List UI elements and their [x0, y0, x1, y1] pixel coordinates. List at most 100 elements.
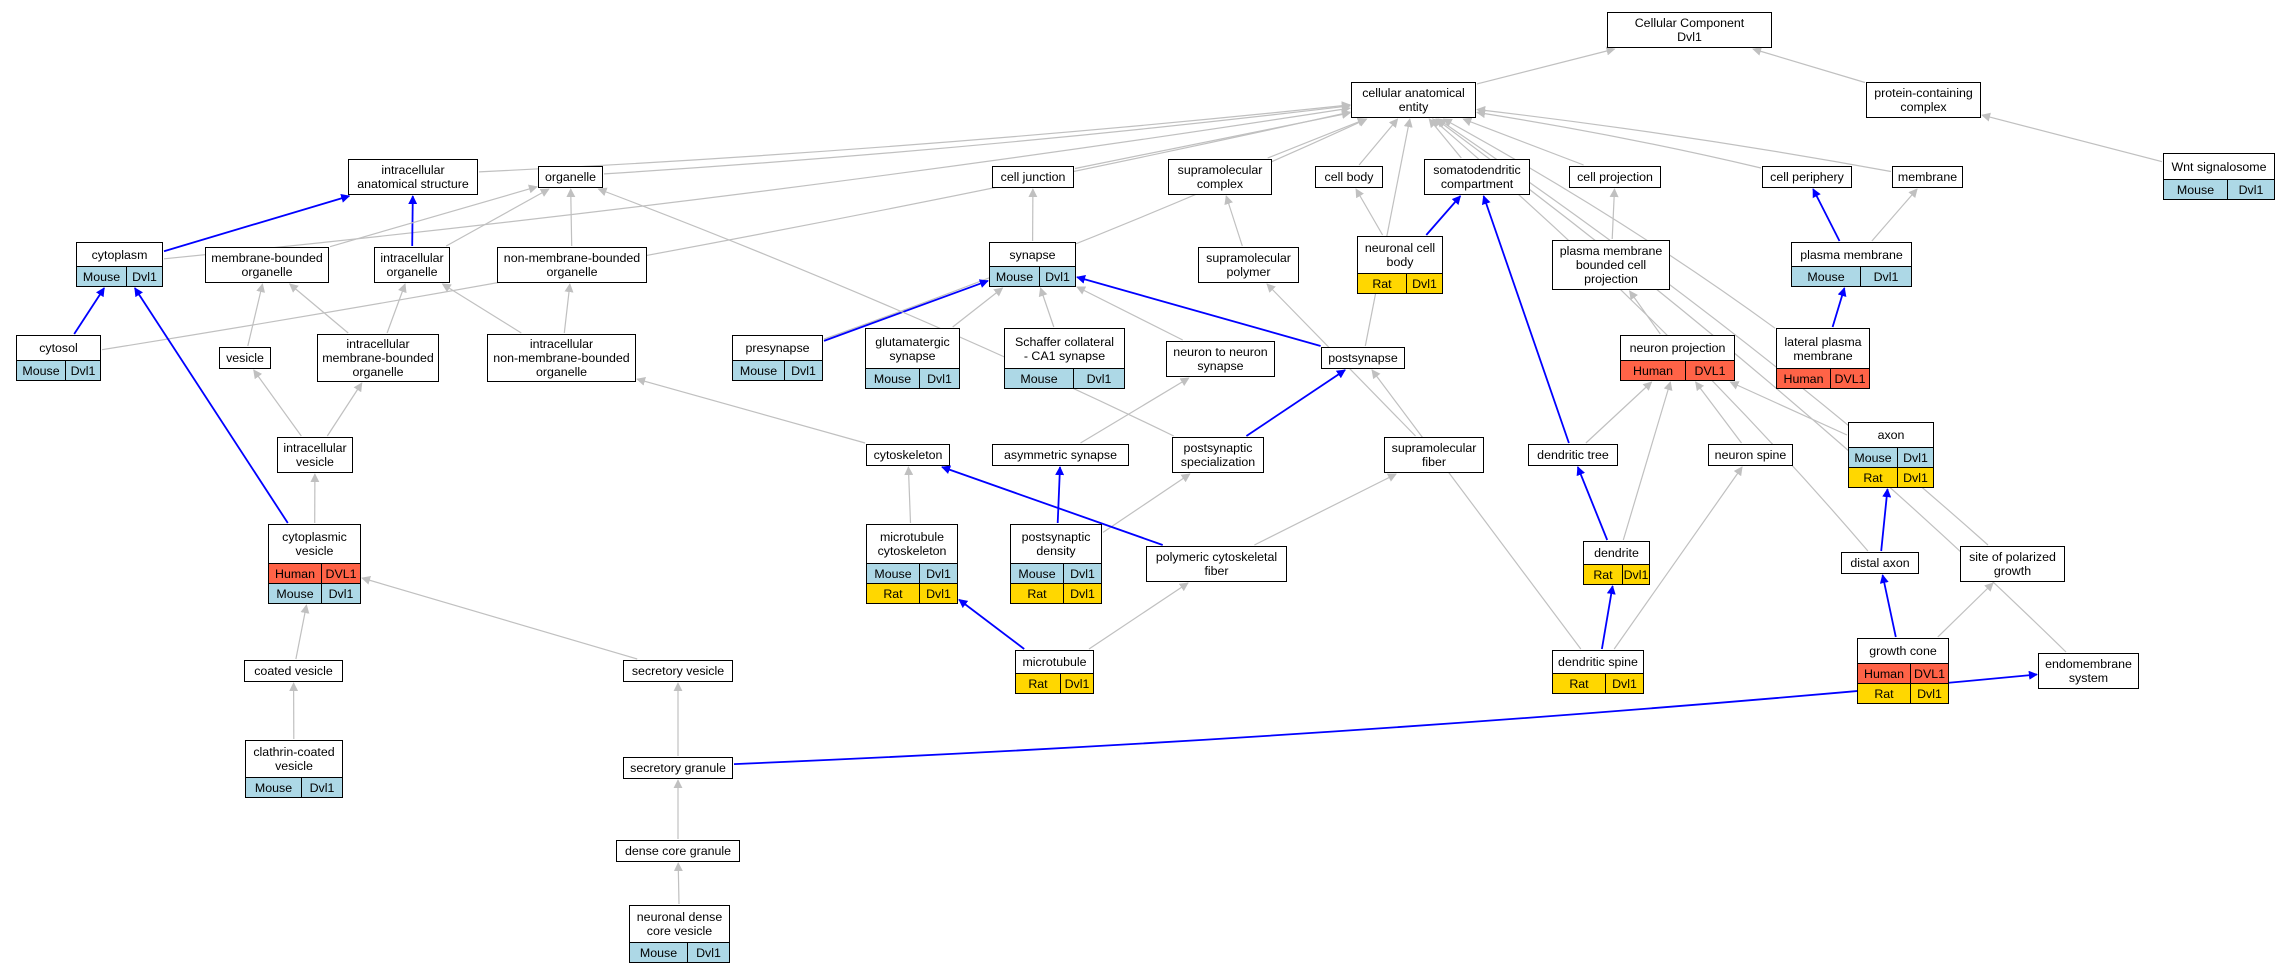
node-io[interactable]: intracellular organelle [374, 247, 450, 283]
node-dcg[interactable]: dense core granule [616, 840, 740, 862]
node-ems[interactable]: endomembrane system [2038, 653, 2139, 689]
node-pcf[interactable]: polymeric cytoskeletal fiber [1146, 546, 1287, 582]
gene-cell: Dvl1 [1039, 267, 1075, 286]
node-label: microtubule cytoskeleton [877, 530, 947, 558]
node-label: growth cone [1869, 644, 1937, 658]
node-mbo[interactable]: membrane-bounded organelle [205, 247, 329, 283]
node-cpe[interactable]: cell periphery [1762, 166, 1852, 188]
node-cb[interactable]: cell body [1315, 166, 1383, 188]
edge-cytosol-to-cyt [73, 287, 105, 335]
node-iv[interactable]: intracellular vesicle [277, 437, 353, 473]
node-cae[interactable]: cellular anatomical entity [1351, 82, 1476, 118]
edge-csk-to-inmbo [636, 376, 866, 444]
node-inmbo[interactable]: intracellular non-membrane-bounded organ… [487, 334, 636, 382]
node-mem[interactable]: membrane [1892, 166, 1963, 188]
gene-cell: Dvl1 [2227, 180, 2274, 199]
node-cj[interactable]: cell junction [992, 166, 1074, 188]
edge-pre-to-syn [823, 279, 989, 342]
node-da[interactable]: distal axon [1841, 552, 1919, 574]
edge-mem-to-cae [1476, 105, 1892, 173]
edge-cyt-to-cae [163, 104, 1351, 260]
gene-cell: Dvl1 [919, 369, 959, 388]
node-as[interactable]: asymmetric synapse [992, 444, 1129, 466]
edge-nmbo-to-org [566, 188, 576, 247]
node-csk[interactable]: cytoskeleton [866, 444, 950, 466]
node-cpj[interactable]: cell projection [1569, 166, 1661, 188]
node-label: clathrin-coated vesicle [253, 745, 335, 773]
node-sv[interactable]: secretory vesicle [623, 660, 733, 682]
gene-cell: Dvl1 [65, 361, 100, 380]
node-label: microtubule [1022, 655, 1087, 669]
gene-cell: Dvl1 [1897, 468, 1933, 487]
node-label: axon [1877, 428, 1905, 442]
node-nsp[interactable]: neuron spine [1708, 444, 1793, 466]
organism-cell: Mouse [1005, 369, 1073, 388]
organism-cell: Mouse [990, 267, 1039, 286]
node-nns[interactable]: neuron to neuron synapse [1166, 341, 1275, 377]
node-pcc[interactable]: protein-containing complex [1866, 82, 1981, 118]
node-cov[interactable]: coated vesicle [244, 660, 343, 682]
edge-post-to-cae [1364, 118, 1413, 347]
organism-cell: Mouse [867, 564, 919, 583]
node-cc[interactable]: Cellular Component Dvl1 [1607, 12, 1772, 48]
node-spg[interactable]: site of polarized growth [1960, 546, 2065, 582]
node-ias[interactable]: intracellular anatomical structure [348, 159, 478, 195]
node-label: site of polarized growth [1969, 550, 2056, 578]
node-label: intracellular anatomical structure [357, 163, 469, 191]
node-label: asymmetric synapse [1004, 448, 1117, 462]
node-pmbcp[interactable]: plasma membrane bounded cell projection [1552, 240, 1670, 290]
edge-cov-to-cv [295, 604, 310, 660]
edge-nsp-to-np [1695, 381, 1742, 444]
node-label: plasma membrane [1800, 247, 1903, 262]
node-org[interactable]: organelle [538, 166, 603, 188]
node-post[interactable]: postsynapse [1321, 347, 1405, 369]
edge-inmbo-to-nmbo [563, 283, 574, 334]
node-label: supramolecular complex [1177, 163, 1263, 191]
gene-cell: Dvl1 [1622, 565, 1649, 584]
node-smp[interactable]: supramolecular polymer [1198, 247, 1299, 283]
edge-ds-to-den [1601, 585, 1616, 650]
gene-cell: Dvl1 [1406, 274, 1442, 293]
node-imbo[interactable]: intracellular membrane-bounded organelle [317, 334, 439, 382]
node-smc[interactable]: supramolecular complex [1168, 159, 1272, 195]
node-sg[interactable]: secretory granule [623, 757, 733, 779]
node-label: intracellular vesicle [283, 441, 347, 469]
edge-post-to-syn [1076, 274, 1321, 347]
node-ves[interactable]: vesicle [219, 347, 271, 369]
node-ps[interactable]: postsynaptic specialization [1172, 437, 1264, 473]
node-dt[interactable]: dendritic tree [1528, 444, 1618, 466]
node-sdc[interactable]: somatodendritic compartment [1424, 159, 1530, 195]
gene-cell: DVL1 [1910, 664, 1948, 683]
node-nmbo[interactable]: non-membrane-bounded organelle [497, 247, 647, 283]
gene-cell: Dvl1 [1860, 267, 1911, 286]
node-smf[interactable]: supramolecular fiber [1384, 437, 1484, 473]
edge-io-to-org [445, 188, 550, 247]
node-label: neuronal cell body [1364, 241, 1436, 269]
